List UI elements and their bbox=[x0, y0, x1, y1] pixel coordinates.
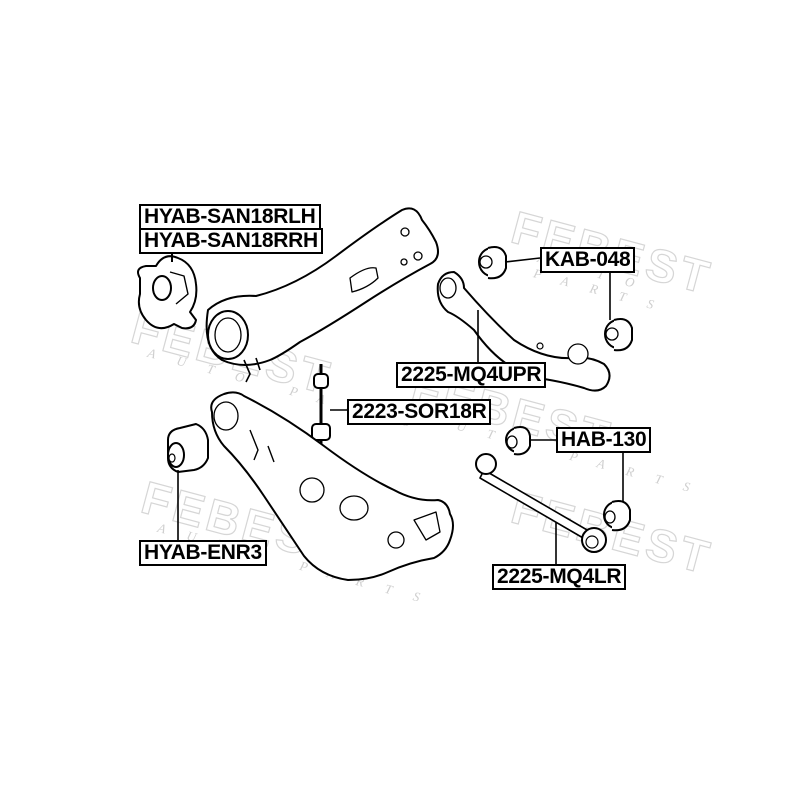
upper-arm-bushing-part bbox=[478, 246, 507, 280]
lower-arm-bushing-part bbox=[505, 426, 531, 456]
lower-control-arm-part bbox=[210, 391, 454, 581]
lower-rear-arm-part bbox=[475, 453, 607, 553]
part-label-2223-sor18r[interactable]: 2223-SOR18R bbox=[347, 399, 492, 425]
part-label-hyab-san18rlh[interactable]: HYAB-SAN18RLH bbox=[139, 204, 321, 230]
part-label-hab-130[interactable]: HAB-130 bbox=[556, 427, 652, 453]
part-label-2225-mq4lr[interactable]: 2225-MQ4LR bbox=[492, 564, 627, 590]
upper-rear-arm-part bbox=[436, 271, 611, 392]
leader-lines bbox=[177, 257, 624, 564]
part-label-hyab-enr3[interactable]: HYAB-ENR3 bbox=[139, 540, 267, 566]
part-label-2225-mq4upr[interactable]: 2225-MQ4UPR bbox=[396, 362, 547, 388]
stabilizer-link-part bbox=[311, 364, 331, 452]
lower-arm-bushing-part bbox=[603, 500, 631, 532]
trailing-arm-part bbox=[205, 207, 439, 383]
lower-arm-front-bushing-part bbox=[167, 423, 209, 473]
upper-arm-bushing-part bbox=[604, 318, 633, 352]
part-label-hyab-san18rrh[interactable]: HYAB-SAN18RRH bbox=[139, 228, 323, 254]
trailing-arm-bushing-part bbox=[137, 255, 198, 330]
part-label-kab-048[interactable]: KAB-048 bbox=[540, 247, 636, 273]
